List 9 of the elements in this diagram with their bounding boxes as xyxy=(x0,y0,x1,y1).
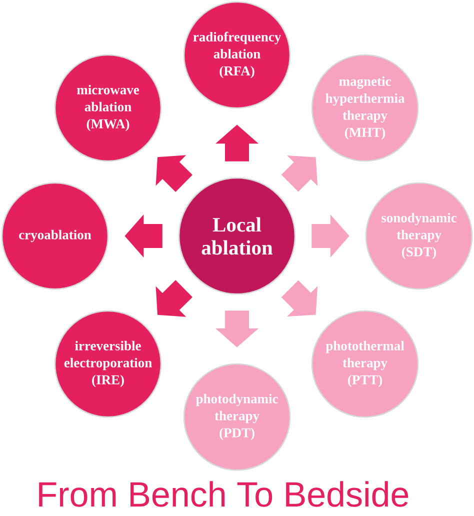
circle-node: sonodynamic therapy (SDT) xyxy=(365,182,473,290)
circle-node: photodynamic therapy (PDT) xyxy=(183,363,291,471)
circle-node: microwave ablation (MWA) xyxy=(54,54,162,162)
circle-node: cryoablation xyxy=(1,182,109,290)
circle-node: photothermal therapy (PTT) xyxy=(311,310,419,418)
circle-node: radiofrequency ablation (RFA) xyxy=(183,1,291,109)
caption: From Bench To Bedside xyxy=(39,481,408,507)
circle-node: magnetic hyperthermia therapy (MHT) xyxy=(311,54,419,162)
circle-node: irreversible electroporation (IRE) xyxy=(54,310,162,418)
